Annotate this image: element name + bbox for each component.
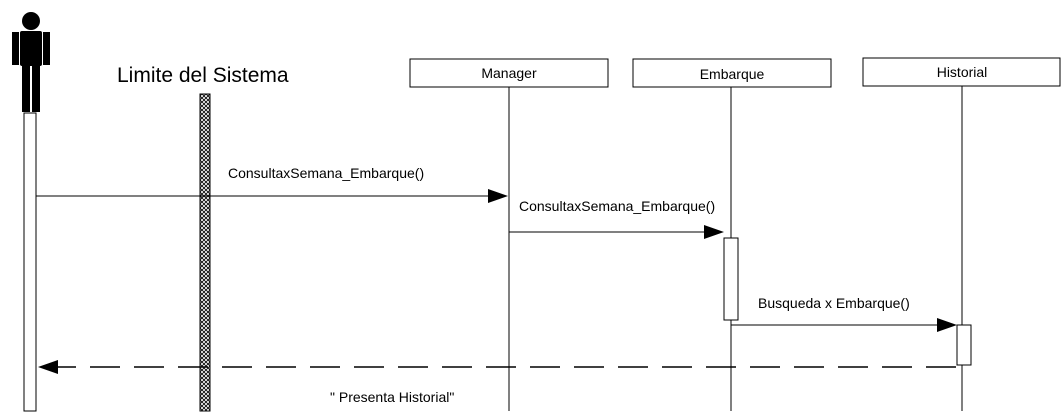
object-historial-label: Historial	[937, 64, 988, 80]
message-3-arrowhead	[937, 318, 957, 332]
object-embarque-label: Embarque	[700, 66, 765, 82]
object-manager: Manager	[409, 58, 609, 411]
actor-activation	[23, 112, 37, 412]
activation-embarque	[723, 237, 739, 321]
boundary-label: Limite del Sistema	[117, 64, 289, 87]
object-manager-label: Manager	[481, 65, 537, 81]
message-1-arrowhead	[488, 189, 508, 203]
activation-historial	[956, 324, 972, 366]
system-boundary-bar	[199, 93, 211, 412]
message-1: ConsultaxSemana_Embarque()	[36, 165, 508, 203]
object-embarque: Embarque	[632, 58, 832, 411]
message-4-label: " Presenta Historial"	[330, 389, 454, 405]
message-4: " Presenta Historial"	[38, 360, 956, 405]
object-historial: Historial	[862, 57, 1061, 411]
message-2: ConsultaxSemana_Embarque()	[509, 198, 724, 239]
message-3: Busqueda x Embarque()	[731, 295, 957, 332]
message-4-arrowhead	[38, 360, 58, 374]
actor-figure	[12, 12, 50, 112]
message-2-arrowhead	[704, 225, 724, 239]
message-3-label: Busqueda x Embarque()	[758, 295, 910, 311]
message-2-label: ConsultaxSemana_Embarque()	[519, 198, 715, 214]
message-1-label: ConsultaxSemana_Embarque()	[228, 165, 424, 181]
